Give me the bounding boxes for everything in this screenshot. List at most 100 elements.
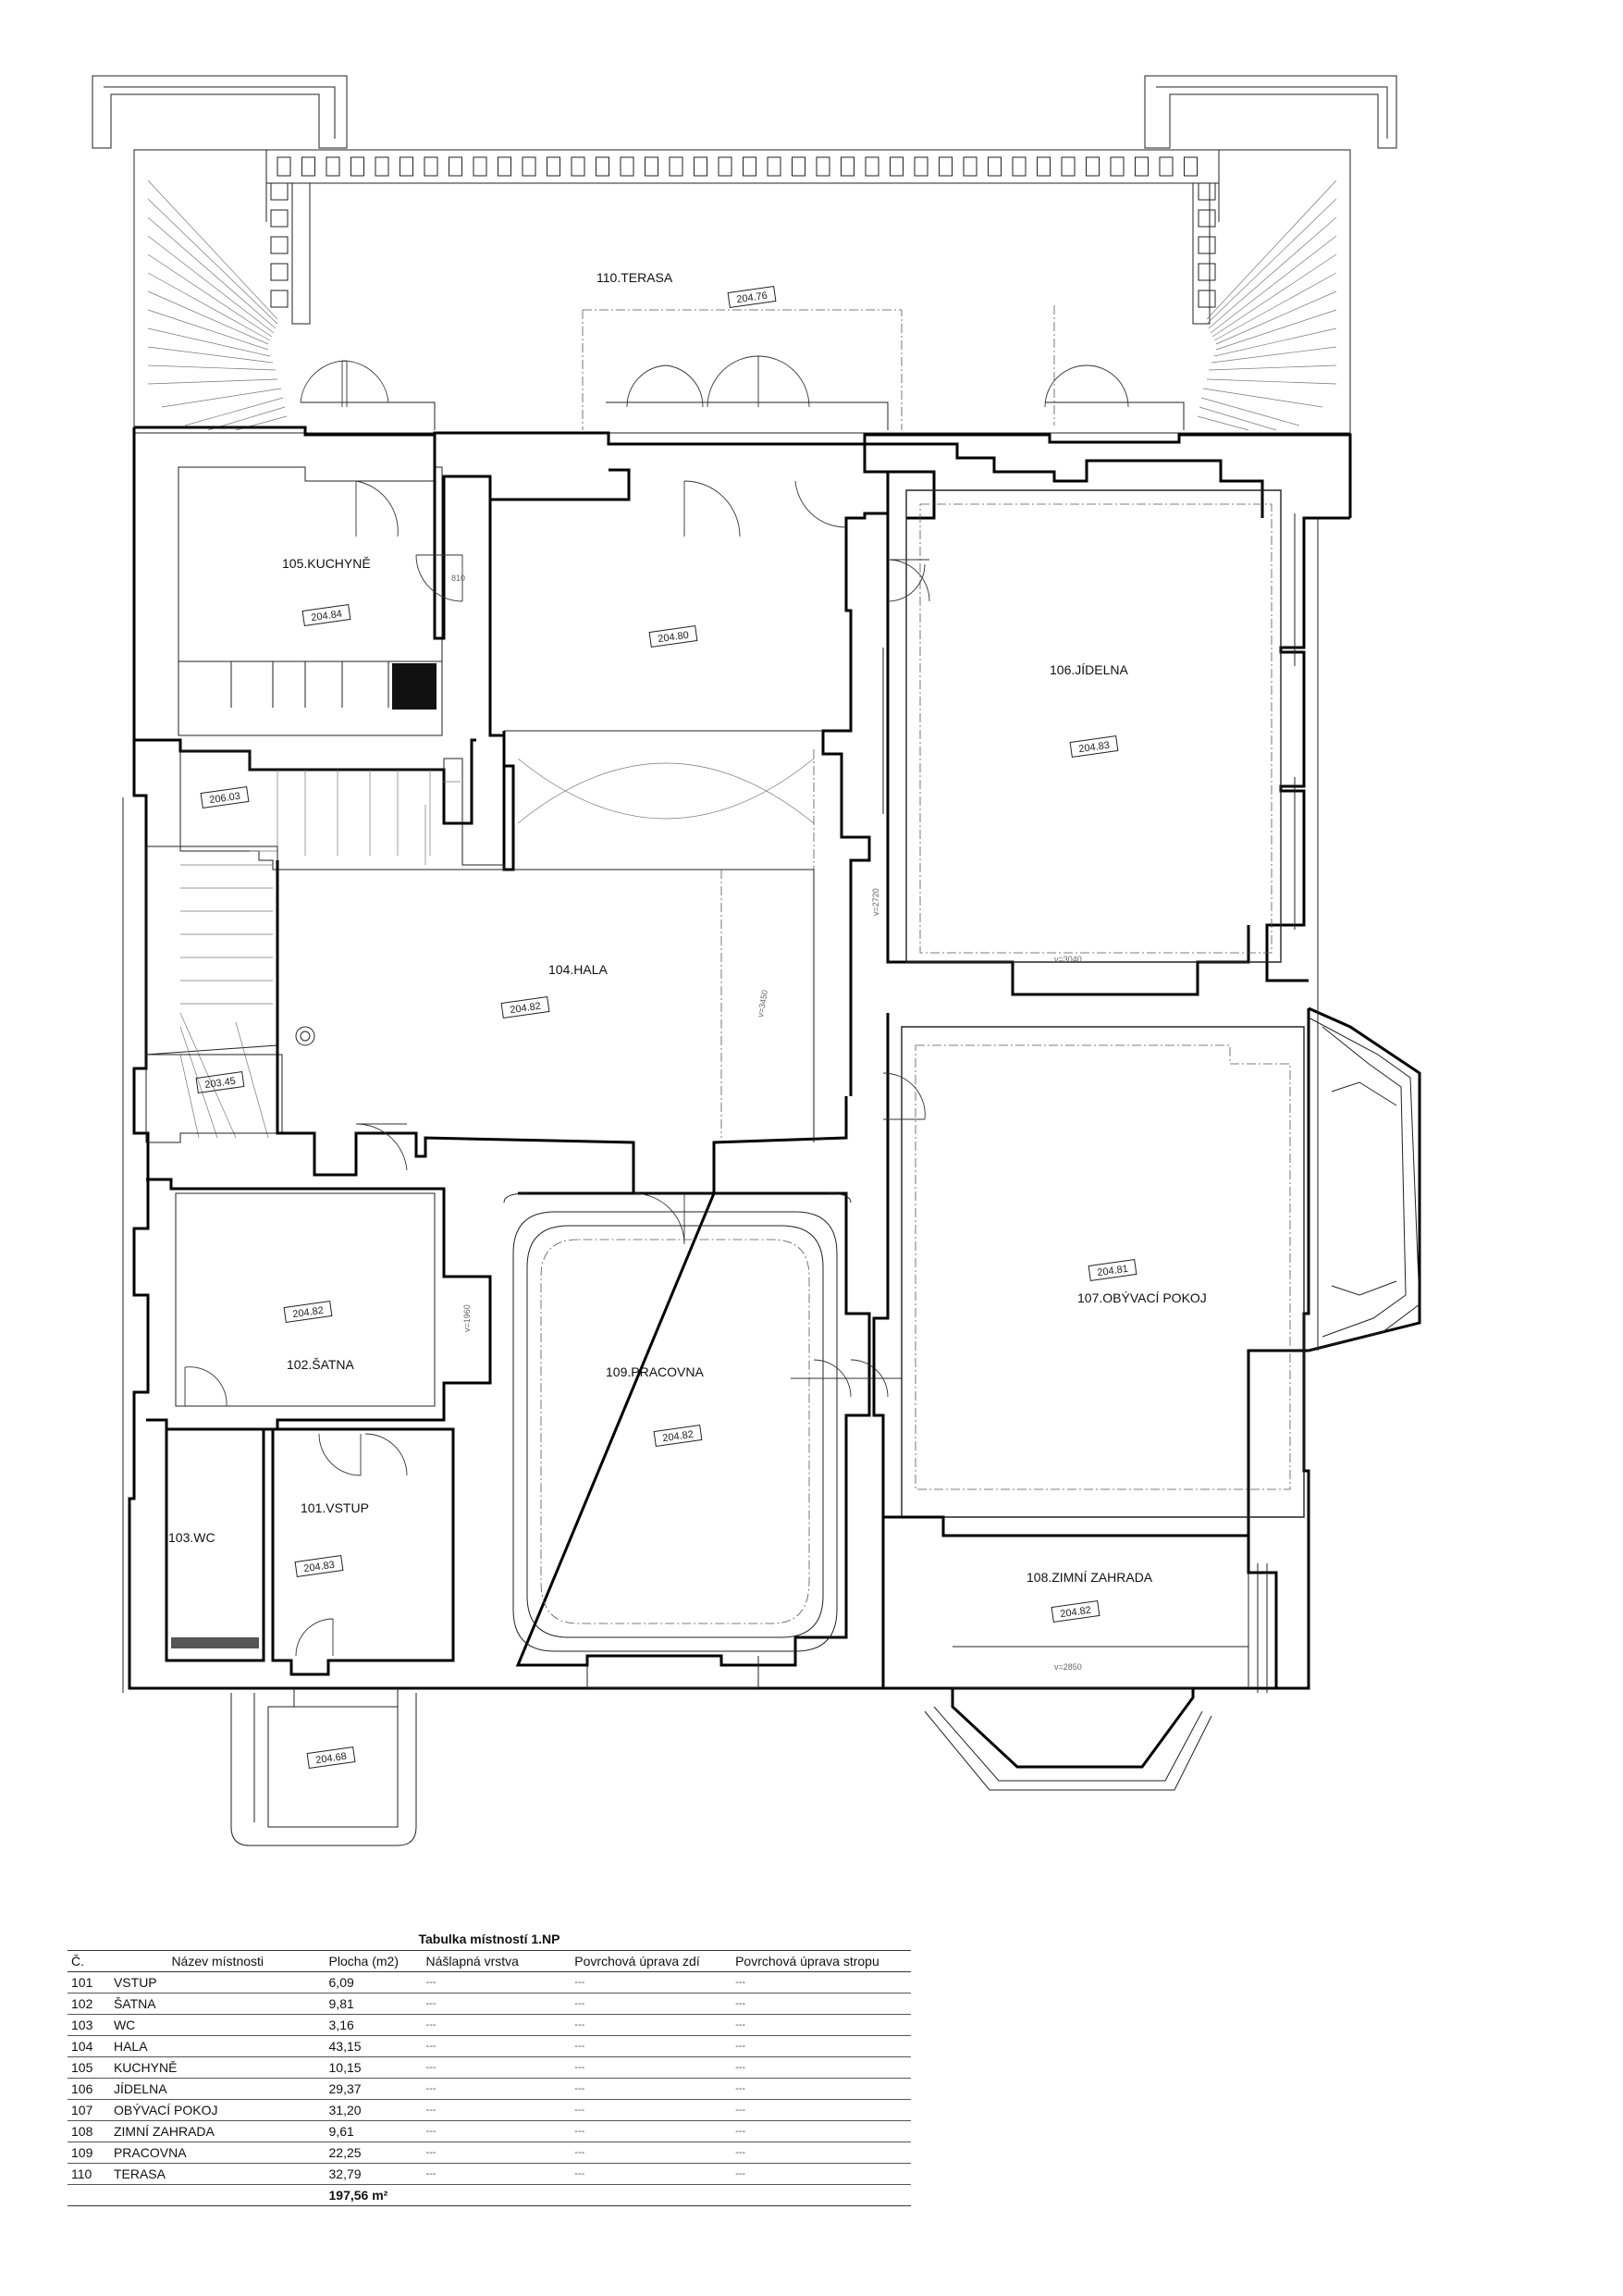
svg-text:204.68: 204.68 <box>315 1751 348 1767</box>
cell-wall: --- <box>571 2014 732 2036</box>
entrance-porch <box>230 1688 417 1846</box>
balustrade-post <box>400 156 413 177</box>
header-name: Název místnosti <box>109 1951 326 1972</box>
total-empty-cell <box>422 2184 572 2206</box>
balustrade-post <box>571 156 585 177</box>
room-label-108: 108.ZIMNÍ ZAHRADA <box>1027 1570 1153 1585</box>
cell-name: VSTUP <box>109 1971 326 1994</box>
level-tags: 204.83 204.82 204.82 204.84 204.83 204.8… <box>195 286 1137 1769</box>
balustrade-post <box>277 156 291 177</box>
cell-wall: --- <box>571 2142 732 2164</box>
cell-ceiling: --- <box>732 1993 911 2015</box>
cell-wall: --- <box>571 2035 732 2057</box>
balustrade-post <box>1135 156 1149 177</box>
balustrade-post <box>1012 156 1027 177</box>
cell-floor: --- <box>422 2014 572 2036</box>
svg-text:204.82: 204.82 <box>292 1305 325 1321</box>
room-label-102: 102.ŠATNA <box>287 1357 355 1372</box>
dim-satna-door: v=1960 <box>462 1304 472 1332</box>
balustrade-post <box>792 156 805 177</box>
balustrade-post <box>1159 156 1174 177</box>
cell-name: OBÝVACÍ POKOJ <box>109 2099 326 2121</box>
dim-jidelna: v=3040 <box>1054 955 1082 964</box>
balustrade-post <box>473 156 487 177</box>
balustrade-post <box>547 156 560 177</box>
level-tag-stair-lower: 203.45 <box>195 1071 245 1093</box>
svg-text:204.76: 204.76 <box>736 290 768 306</box>
balustrade-post <box>350 156 364 177</box>
room-label-104: 104.HALA <box>548 962 608 977</box>
balustrade-post <box>1198 290 1216 308</box>
cell-name: TERASA <box>109 2163 326 2185</box>
cell-no: 107 <box>68 2099 110 2121</box>
svg-text:204.80: 204.80 <box>658 630 690 646</box>
balustrade-post <box>743 156 756 177</box>
cell-no: 110 <box>68 2163 110 2185</box>
dimension-notes: v=3450 v=3040 v=2850 810 v=1960 v=2720 <box>451 574 1082 1672</box>
cell-ceiling: --- <box>732 2163 911 2185</box>
balustrade-post <box>620 156 634 177</box>
room-103-101-walls <box>165 1427 455 1676</box>
cell-floor: --- <box>422 2120 572 2142</box>
cell-name: ŠATNA <box>109 1993 326 2015</box>
header-no: Č. <box>68 1951 110 1972</box>
level-tag-stair-upper: 206.03 <box>200 786 250 809</box>
total-empty-cell <box>732 2184 911 2206</box>
balustrade-post <box>669 156 683 177</box>
cell-ceiling: --- <box>732 2142 911 2164</box>
cell-ceiling: --- <box>732 2078 911 2100</box>
balustrade-post <box>270 182 289 201</box>
floor-plan: 101.VSTUP 102.ŠATNA 103.WC 104.HALA 105.… <box>92 75 1421 1846</box>
balustrade-post <box>645 156 658 177</box>
balustrade-post <box>424 156 438 177</box>
svg-text:204.81: 204.81 <box>1097 1264 1129 1279</box>
svg-text:204.82: 204.82 <box>510 1001 542 1017</box>
cell-no: 105 <box>68 2056 110 2079</box>
room-labels: 101.VSTUP 102.ŠATNA 103.WC 104.HALA 105.… <box>168 270 1207 1585</box>
cell-area: 22,25 <box>325 2142 423 2164</box>
svg-text:204.82: 204.82 <box>1060 1605 1092 1621</box>
cell-ceiling: --- <box>732 2099 911 2121</box>
cell-no: 102 <box>68 1993 110 2015</box>
header-ceiling: Povrchová úprava stropu <box>732 1951 911 1972</box>
cell-floor: --- <box>422 2056 572 2079</box>
cell-area: 10,15 <box>325 2056 423 2079</box>
balustrade-post <box>816 156 830 177</box>
header-area: Plocha (m2) <box>325 1951 423 1972</box>
level-tag-entrance: 204.68 <box>306 1747 356 1769</box>
cell-name: ZIMNÍ ZAHRADA <box>109 2120 326 2142</box>
balustrade-post <box>1110 156 1125 177</box>
terrace <box>92 75 1397 434</box>
level-tag-104: 204.82 <box>500 996 550 1018</box>
dim-jidelna-side: v=2720 <box>871 888 880 916</box>
balustrade-post <box>1037 156 1051 177</box>
balustrade-posts <box>270 156 1216 308</box>
balustrade-post <box>1198 236 1216 254</box>
room-label-110: 110.TERASA <box>596 270 673 285</box>
central-corridor <box>488 444 936 1096</box>
room-label-106: 106.JÍDELNA <box>1050 662 1128 677</box>
balustrade-post <box>270 263 289 281</box>
cell-ceiling: --- <box>732 2120 911 2142</box>
cell-ceiling: --- <box>732 1971 911 1994</box>
table-total-row: 197,56 m² <box>68 2184 911 2206</box>
balustrade-post <box>718 156 732 177</box>
balustrade-post <box>326 156 340 177</box>
balustrade-post <box>914 156 928 177</box>
balustrade-post <box>1198 209 1216 228</box>
dim-kuchyne-door: 810 <box>451 574 465 583</box>
header-wall: Povrchová úprava zdí <box>571 1951 732 1972</box>
balustrade-post <box>767 156 781 177</box>
room-107-walls <box>872 1013 1420 1537</box>
svg-text:206.03: 206.03 <box>209 791 241 807</box>
room-label-105: 105.KUCHYNĚ <box>282 556 371 571</box>
cell-floor: --- <box>422 1993 572 2015</box>
cell-floor: --- <box>422 2099 572 2121</box>
cell-area: 43,15 <box>325 2035 423 2057</box>
